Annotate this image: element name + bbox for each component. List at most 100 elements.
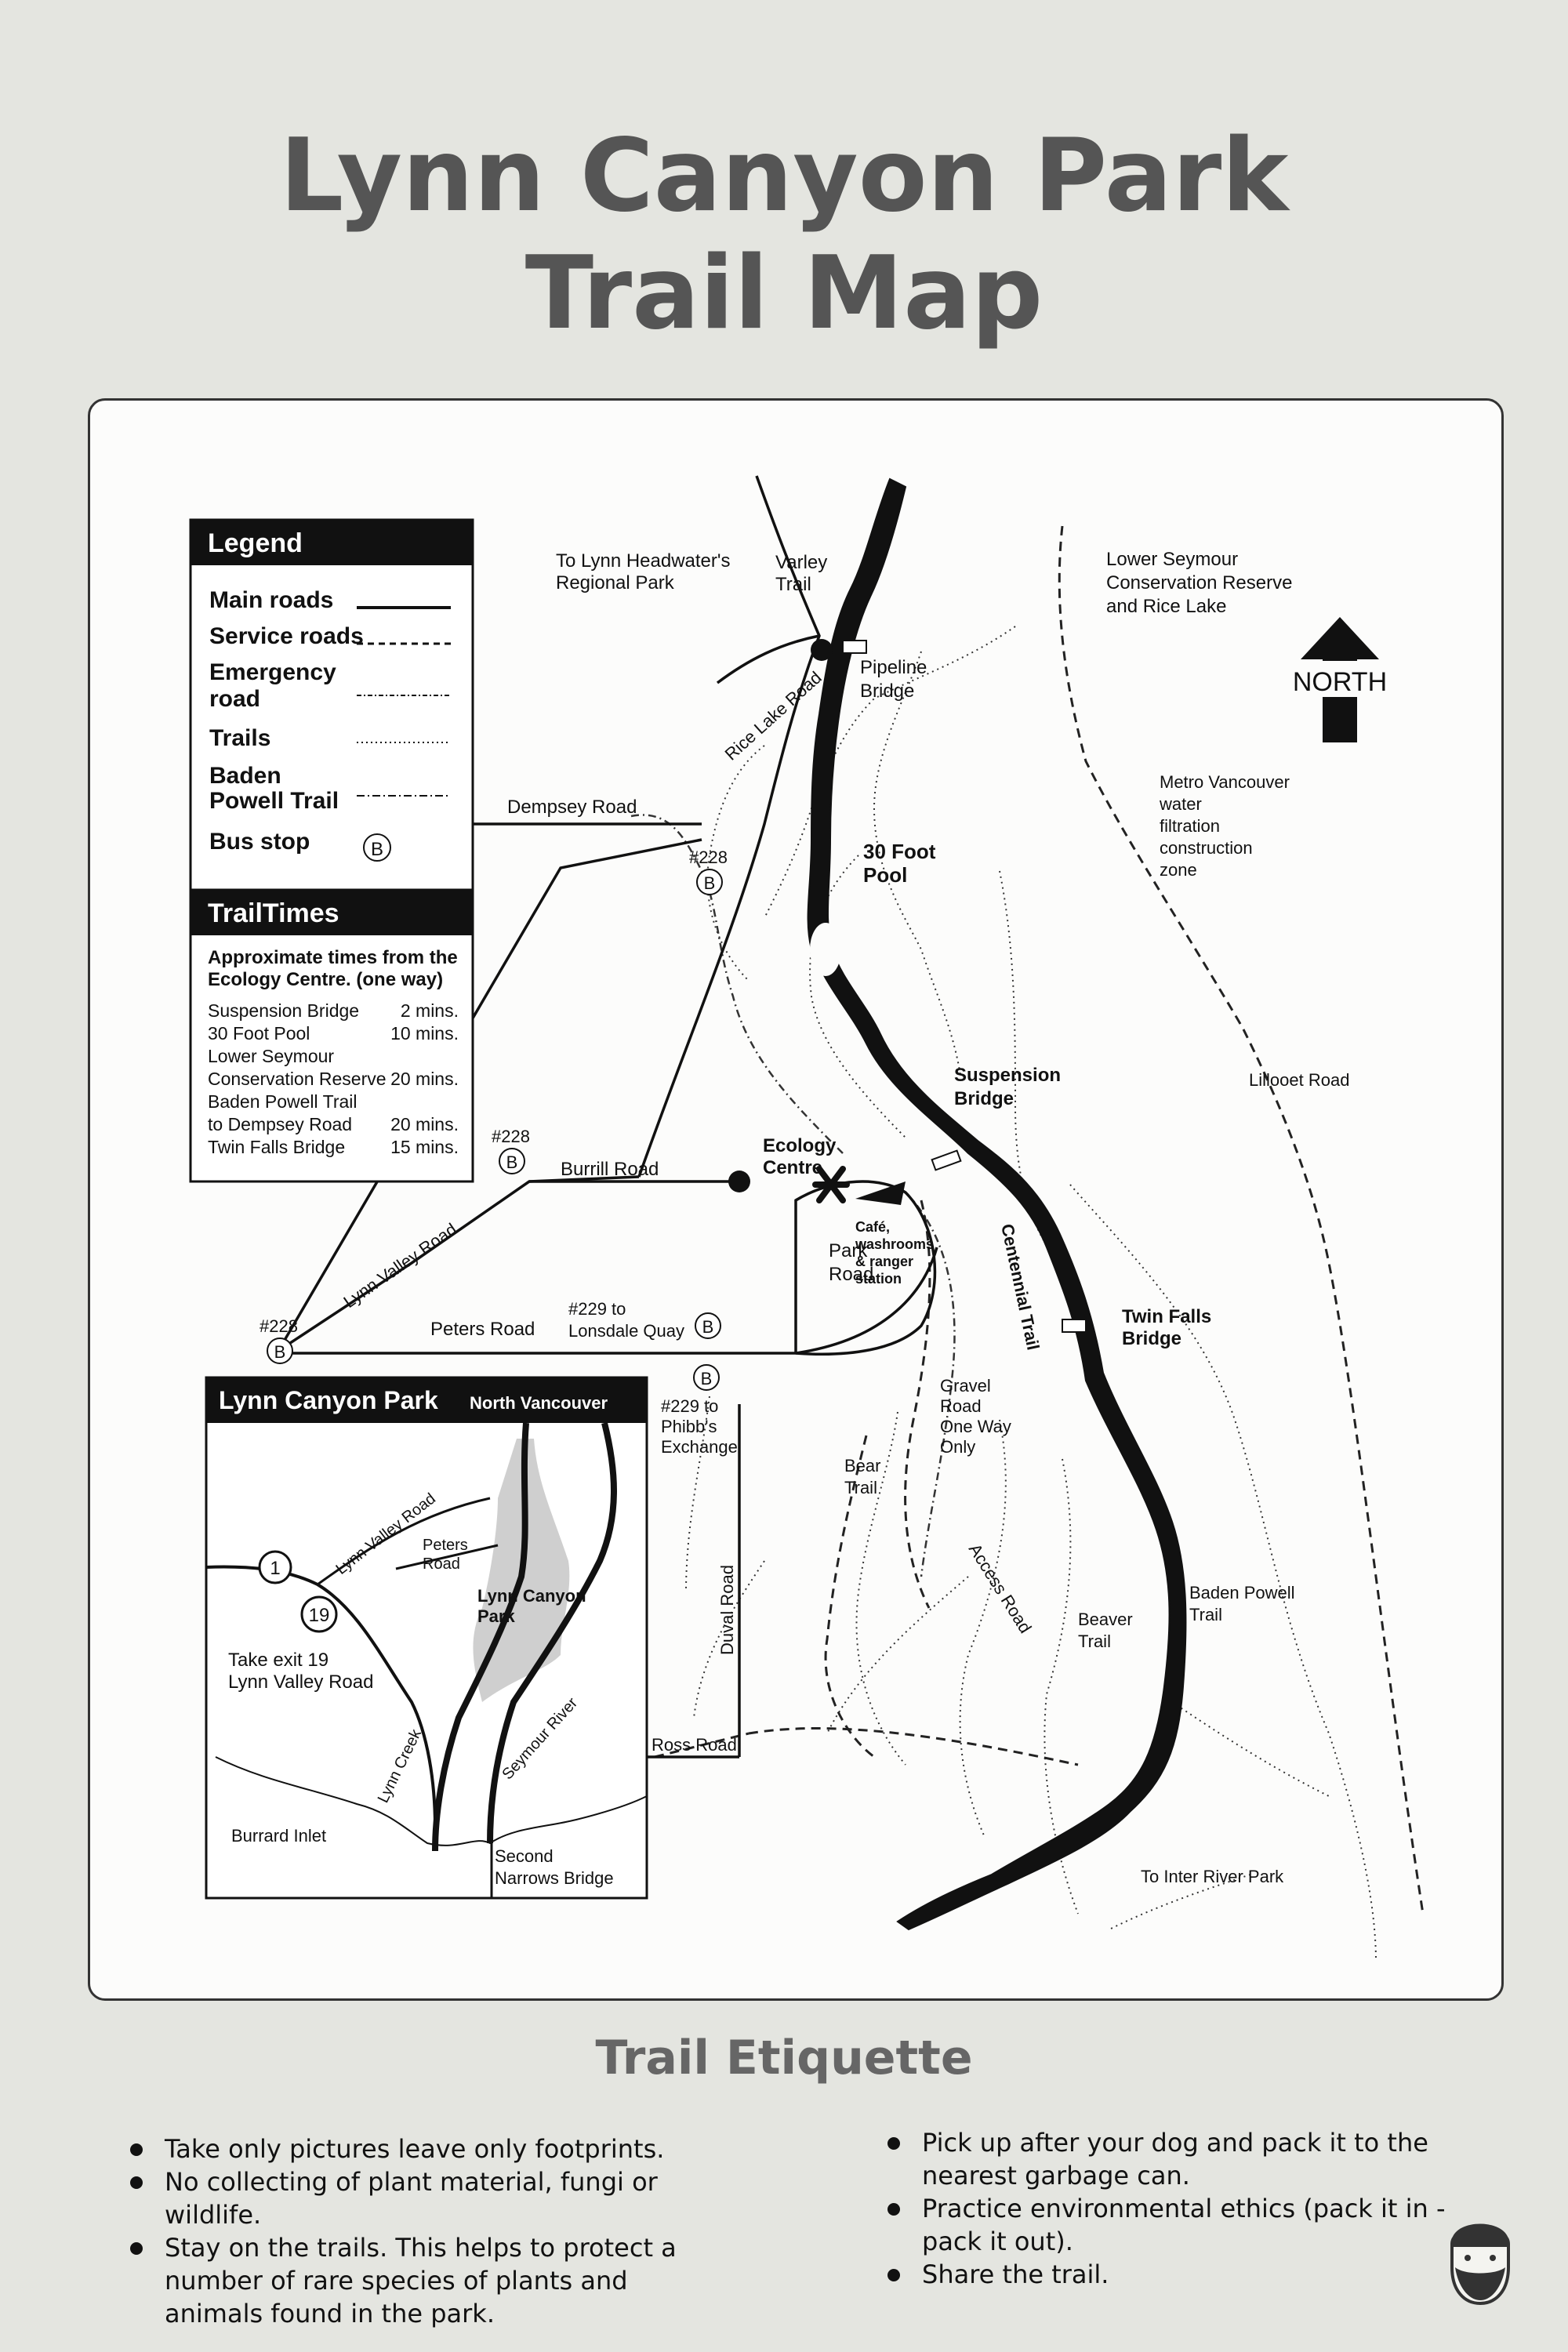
inset-map: Lynn Canyon Park North Vancouver 1 19 Ly… — [205, 1376, 648, 1900]
bus-stop-228-mid-symbol: B — [506, 1152, 518, 1172]
trail-times-duration: 20 mins. — [390, 1069, 459, 1089]
etiquette-item: Share the trail. — [883, 2258, 1479, 2291]
inset-peters-road — [395, 1544, 499, 1570]
trail-times-place: Lower Seymour — [208, 1046, 334, 1066]
label-park-road-1: Park — [829, 1240, 868, 1261]
bus-stop-229a-symbol: B — [702, 1317, 714, 1337]
inset-narrows-2: Narrows Bridge — [495, 1868, 614, 1888]
label-seymour-3: and Rice Lake — [1106, 596, 1226, 617]
inset-lynn-creek — [432, 1422, 529, 1852]
pipeline-bridge-point — [811, 639, 833, 661]
bus-stop-icon — [363, 833, 391, 862]
varley-trail-road — [637, 475, 821, 1178]
title-line-1: Lynn Canyon Park — [279, 118, 1289, 234]
etiquette-item: Stay on the trails. This helps to protec… — [125, 2231, 721, 2330]
trail-times-place: Twin Falls Bridge — [208, 1137, 345, 1157]
cafe-building-icon — [855, 1181, 906, 1205]
label-headwaters-1: To Lynn Headwater's — [556, 550, 730, 572]
label-bus-229b-2: Phibb's — [661, 1417, 717, 1436]
inset-seymour-river — [487, 1422, 617, 1844]
bus-stop-228-lower-symbol: B — [274, 1342, 286, 1362]
peters-road — [286, 1247, 938, 1355]
legend-service-roads: Service roads — [209, 623, 364, 649]
label-access-road: Access Road — [965, 1540, 1036, 1636]
bus-stop-symbol: B — [371, 839, 383, 860]
inset-narrows-1: Second — [495, 1846, 554, 1866]
label-baden-1: Baden Powell — [1189, 1583, 1295, 1602]
label-twinfalls-2: Bridge — [1122, 1328, 1181, 1349]
trail-times-duration: 2 mins. — [401, 1000, 459, 1021]
label-bus-229b-1: #229 to — [661, 1396, 718, 1416]
trail-times-duration: 20 mins. — [390, 1114, 459, 1134]
trail-times-duration: 10 mins. — [390, 1023, 459, 1044]
bus-stop-228-mid-icon — [499, 1148, 525, 1174]
inset-peters-1: Peters — [423, 1537, 468, 1554]
title-line-2: Trail Map — [524, 235, 1044, 352]
bus-stop-229a-icon — [695, 1312, 721, 1339]
label-metro-5: zone — [1160, 860, 1197, 880]
label-bear-2: Trail — [844, 1478, 877, 1497]
label-bear-1: Bear — [844, 1456, 880, 1475]
etiquette-list-left: Take only pictures leave only footprints… — [125, 2132, 721, 2330]
label-beaver-1: Beaver — [1078, 1610, 1133, 1629]
label-ecology-1: Ecology — [763, 1135, 837, 1156]
label-beaver-2: Trail — [1078, 1632, 1111, 1651]
bus-stop-228-upper-symbol: B — [704, 873, 716, 893]
lynn-valley-upper — [277, 838, 702, 1352]
rice-lake-road — [716, 634, 820, 684]
inset-lynn-valley-road — [317, 1497, 491, 1586]
trail-times-intro-1: Approximate times from the — [208, 947, 458, 968]
label-metro-3: filtration — [1160, 816, 1220, 836]
legend-box: Legend Main roads Service roads Emergenc… — [189, 518, 474, 891]
label-gravel-3: One Way — [940, 1417, 1011, 1436]
label-pool-1: 30 Foot — [863, 840, 936, 863]
label-headwaters-2: Regional Park — [556, 572, 675, 593]
label-baden-2: Trail — [1189, 1605, 1222, 1624]
legend-bus-stop: Bus stop — [209, 829, 310, 855]
label-seymour-1: Lower Seymour — [1106, 549, 1238, 570]
bus-stop-228-upper-icon — [696, 869, 723, 895]
inset-exit-note-1: Take exit 19 — [228, 1650, 328, 1671]
lynn-valley-road — [278, 1175, 640, 1352]
bus-stop-228-lower-icon — [267, 1338, 293, 1364]
label-ecology-2: Centre — [763, 1157, 822, 1178]
label-cafe-4: station — [855, 1271, 902, 1287]
label-rice-lake-road: Rice Lake Road — [721, 667, 826, 764]
label-varley-1: Varley — [775, 552, 827, 573]
inset-subtitle: North Vancouver — [470, 1393, 608, 1413]
baden-powell-trail — [630, 814, 956, 1577]
inset-exit-19-shield — [300, 1595, 338, 1633]
inset-peters-2: Road — [423, 1555, 460, 1573]
inset-title: Lynn Canyon Park — [219, 1386, 438, 1414]
trail-times-intro-2: Ecology Centre. (one way) — [208, 969, 443, 990]
label-metro-2: water — [1159, 794, 1202, 814]
thirty-foot-pool-island — [810, 923, 841, 976]
trail-map: NORTH Legend Main roads Service roads Em… — [189, 475, 1425, 1962]
label-metro-1: Metro Vancouver — [1160, 772, 1290, 792]
bridges — [842, 640, 1087, 1333]
north-arrow-icon — [1301, 617, 1379, 742]
label-varley-2: Trail — [775, 574, 811, 595]
label-pipeline-1: Pipeline — [860, 657, 927, 678]
ecology-centre-point — [728, 1171, 750, 1192]
trail-times-place: Baden Powell Trail — [208, 1091, 358, 1112]
inset-park-1: Lynn Canyon — [477, 1586, 586, 1606]
trail-times-box: TrailTimes Approximate times from the Ec… — [189, 888, 474, 1183]
label-pool-2: Pool — [863, 863, 907, 887]
lynn-creek — [807, 477, 1187, 1931]
legend-powell-trail: Powell Trail — [209, 788, 339, 814]
trail-times-place: to Dempsey Road — [208, 1114, 352, 1134]
etiquette-item: Take only pictures leave only footprints… — [125, 2132, 721, 2165]
bus-stop-229b-icon — [693, 1364, 720, 1391]
legend-trails: Trails — [209, 725, 270, 751]
trail-times-duration: 15 mins. — [390, 1137, 459, 1157]
label-bus-229a-2: Lonsdale Quay — [568, 1321, 684, 1341]
label-inter-river: To Inter River Park — [1141, 1867, 1284, 1886]
label-seymour-2: Conservation Reserve — [1106, 572, 1292, 593]
label-metro-4: construction — [1160, 838, 1253, 858]
legend-main-roads: Main roads — [209, 587, 333, 613]
label-peters-road: Peters Road — [430, 1319, 535, 1340]
trail-times-header: TrailTimes — [208, 898, 339, 928]
etiquette-item: Practice environmental ethics (pack it i… — [883, 2192, 1479, 2258]
label-suspension-2: Bridge — [954, 1088, 1014, 1109]
